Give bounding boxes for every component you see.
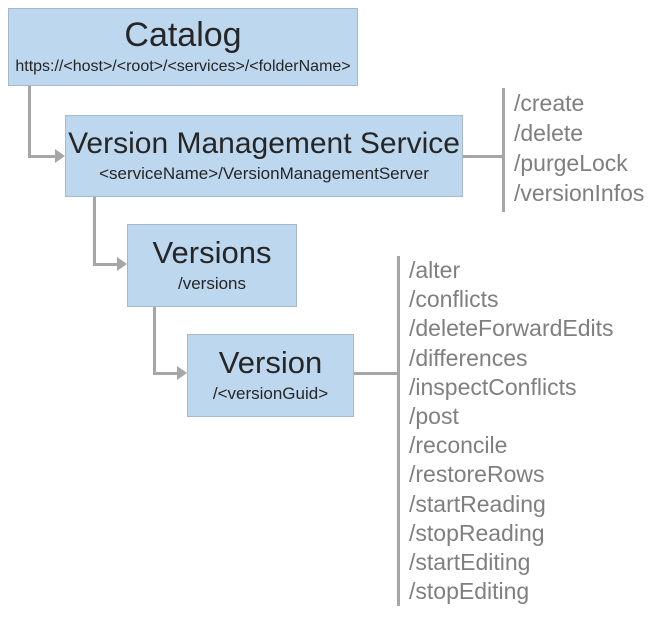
version-title: Version (218, 345, 323, 381)
catalog-url-pattern: https://<host>/<root>/<services>/<folder… (15, 57, 351, 75)
vms-title: Version Management Service (68, 127, 460, 161)
endpoint-item: /deleteForwardEdits (409, 315, 614, 342)
endpoint-item: /create (514, 90, 585, 116)
vms-url-pattern: <serviceName>/VersionManagementServer (99, 163, 429, 183)
endpoint-item: /post (409, 403, 459, 430)
endpoint-item: /startEditing (409, 549, 531, 576)
vms-endpoint-list: /create /delete /purgeLock /versionInfos (514, 88, 644, 208)
version-url-pattern: /<versionGuid> (212, 383, 329, 403)
version-endpoints-bar (397, 256, 400, 606)
arrowhead-icon (117, 257, 127, 271)
catalog-node: Catalog https://<host>/<root>/<services>… (8, 8, 358, 86)
endpoint-item: /reconcile (409, 432, 508, 459)
connector-vms-versions-horizontal (93, 263, 117, 266)
connector-catalog-vms-vertical (28, 86, 31, 158)
endpoint-item: /versionInfos (514, 180, 645, 206)
endpoint-item: /stopEditing (409, 578, 530, 605)
endpoint-item: /alter (409, 257, 461, 283)
version-management-service-node: Version Management Service <serviceName>… (65, 115, 463, 197)
connector-catalog-vms-horizontal (28, 155, 56, 158)
arrowhead-icon (177, 366, 187, 380)
connector-versions-version-horizontal (153, 372, 177, 375)
connector-versions-version-vertical (153, 307, 156, 375)
catalog-title: Catalog (124, 16, 242, 55)
connector-version-endpoints (354, 372, 397, 375)
connector-vms-endpoints (463, 155, 502, 158)
version-node: Version /<versionGuid> (187, 334, 354, 417)
endpoint-item: /delete (514, 120, 584, 146)
endpoint-item: /restoreRows (409, 461, 545, 488)
versions-title: Versions (152, 235, 272, 271)
endpoint-item: /conflicts (409, 286, 499, 313)
endpoint-item: /startReading (409, 490, 546, 517)
endpoint-item: /inspectConflicts (409, 373, 577, 400)
version-endpoint-list: /alter /conflicts /deleteForwardEdits /d… (409, 256, 614, 606)
versions-node: Versions /versions (127, 224, 297, 307)
versions-url-pattern: /versions (177, 273, 247, 293)
endpoint-item: /stopReading (409, 519, 545, 546)
arrowhead-icon (55, 149, 65, 163)
endpoint-item: /differences (409, 344, 528, 371)
connector-vms-versions-vertical (93, 197, 96, 266)
endpoint-item: /purgeLock (514, 150, 628, 176)
vms-endpoints-bar (502, 88, 505, 212)
